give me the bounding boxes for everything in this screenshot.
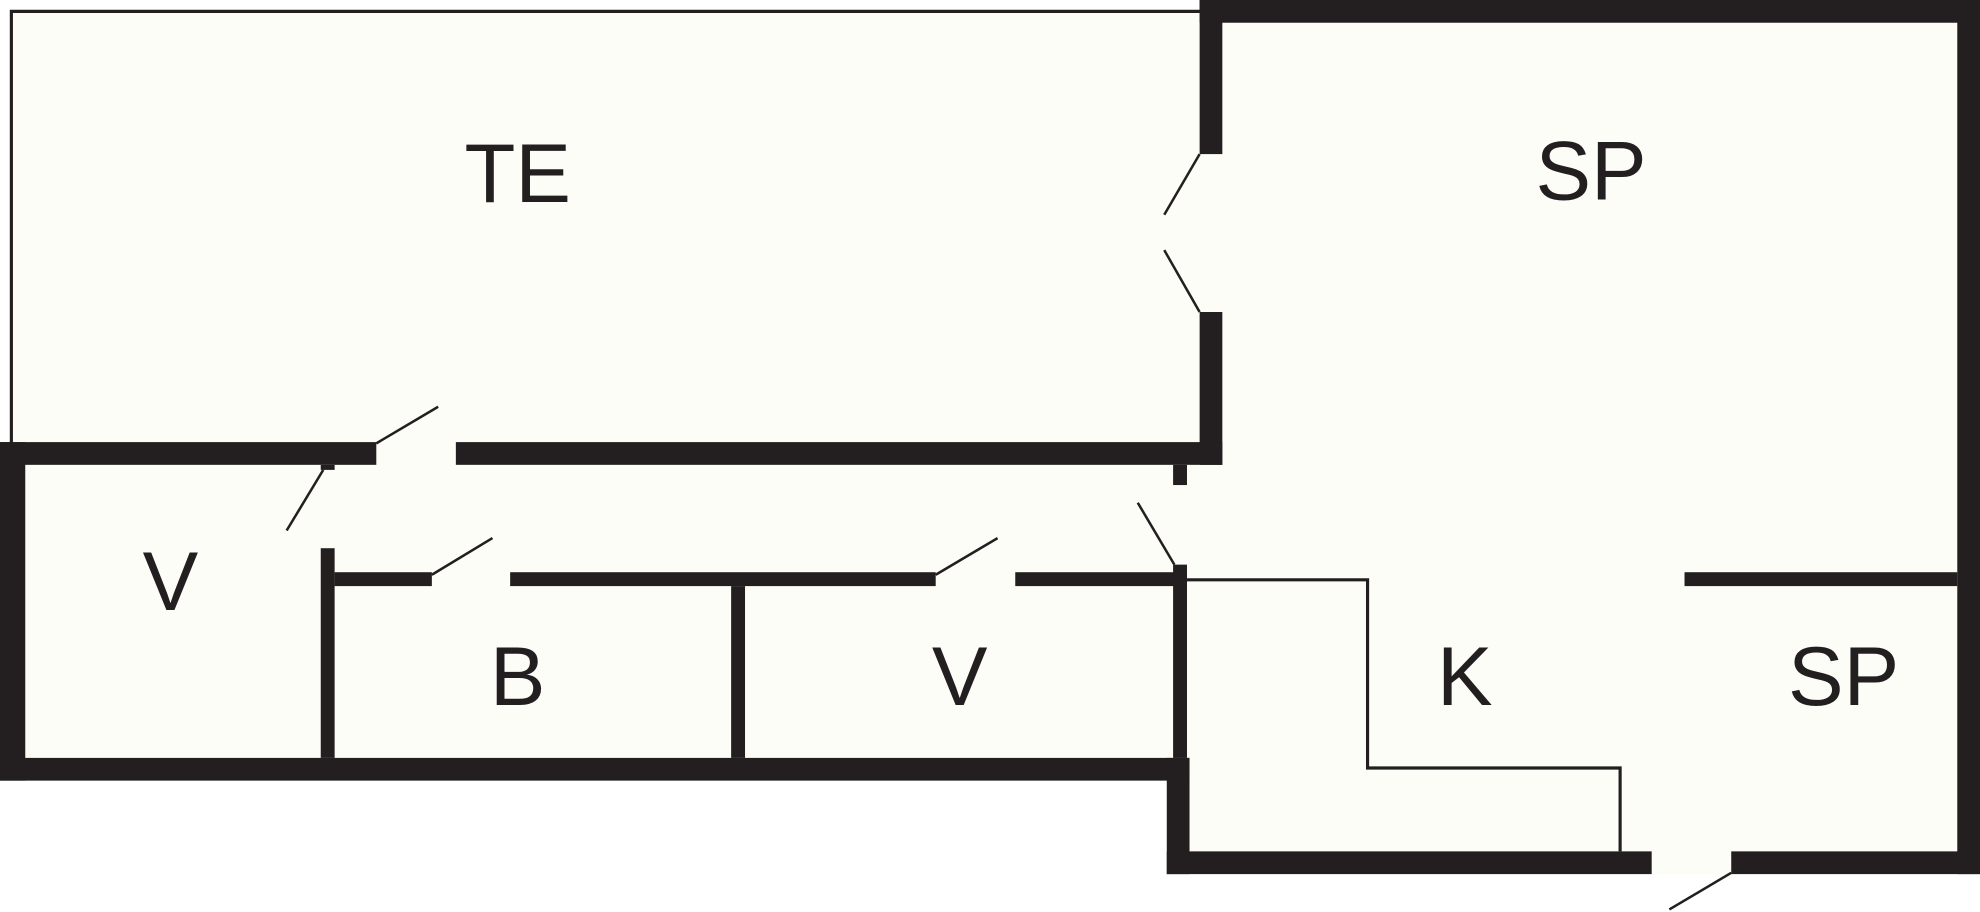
- room-label-bathroom: B: [490, 630, 546, 723]
- door-entrance: [1668, 871, 1732, 911]
- door-terrace-hall: [375, 405, 439, 445]
- door-bathroom: [431, 537, 494, 576]
- terrace-outline: [9, 9, 1203, 445]
- door-kitchen: [1136, 502, 1176, 566]
- doors: [285, 153, 1732, 911]
- room-label-kitchen: K: [1437, 630, 1493, 723]
- room-label-storage-middle: V: [932, 630, 988, 723]
- room-floors: [0, 0, 1980, 874]
- kitchen-counter: [1186, 578, 1622, 852]
- room-label-bedroom-large: SP: [1535, 125, 1646, 218]
- room-label-storage-left: V: [143, 535, 199, 628]
- door-terrace-sp-lower: [1163, 249, 1201, 313]
- door-terrace-sp-upper: [1163, 153, 1201, 216]
- room-label-terrace: TE: [464, 127, 570, 220]
- door-storage-left: [285, 469, 325, 532]
- walls: [0, 0, 1980, 875]
- door-storage-middle: [935, 537, 999, 576]
- room-label-bedroom-small: SP: [1788, 630, 1899, 723]
